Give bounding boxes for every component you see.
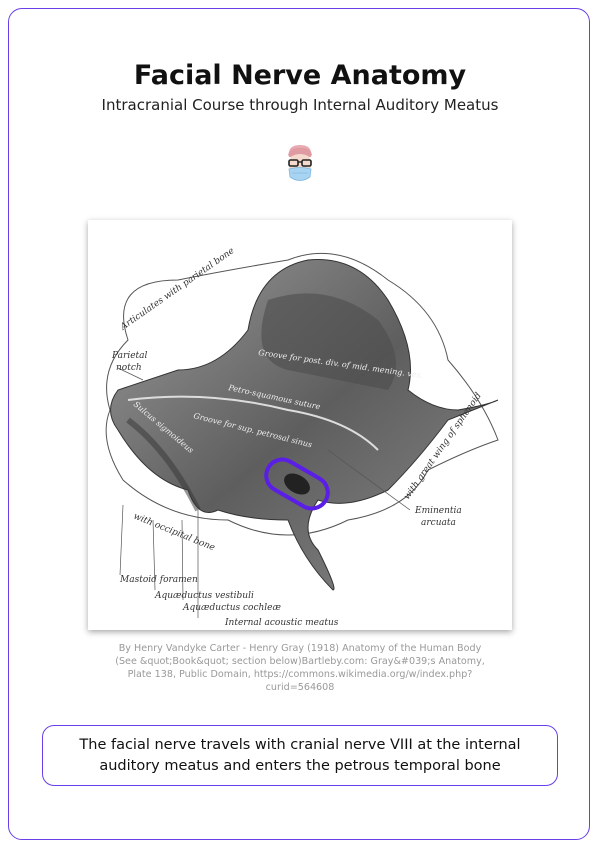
label-parietal-notch-2: notch <box>116 363 142 373</box>
label-mastoid-foramen: Mastoid foramen <box>119 575 198 585</box>
page-subtitle: Intracranial Course through Internal Aud… <box>101 96 499 114</box>
image-attribution: By Henry Vandyke Carter - Henry Gray (19… <box>115 643 485 693</box>
page-card <box>8 8 590 840</box>
page-title: Facial Nerve Anatomy <box>133 60 467 91</box>
label-eminentia-2: arcuata <box>421 518 456 528</box>
label-aquaeductus-vestibuli: Aquæductus vestibuli <box>154 591 254 601</box>
label-eminentia: Eminentia <box>414 506 462 516</box>
temporal-bone-illustration: Articulates with parietal bone Parietal … <box>88 220 512 630</box>
doctor-mask-avatar-icon <box>288 145 312 181</box>
info-box: The facial nerve travels with cranial ne… <box>42 725 558 786</box>
label-internal-acoustic-meatus: Internal acoustic meatus <box>224 618 339 628</box>
label-aquaeductus-cochleae: Aquæductus cochleæ <box>182 603 282 613</box>
info-text: The facial nerve travels with cranial ne… <box>79 736 521 774</box>
internal-auditory-meatus-highlight <box>264 457 330 511</box>
label-parietal-notch: Parietal <box>111 351 148 361</box>
